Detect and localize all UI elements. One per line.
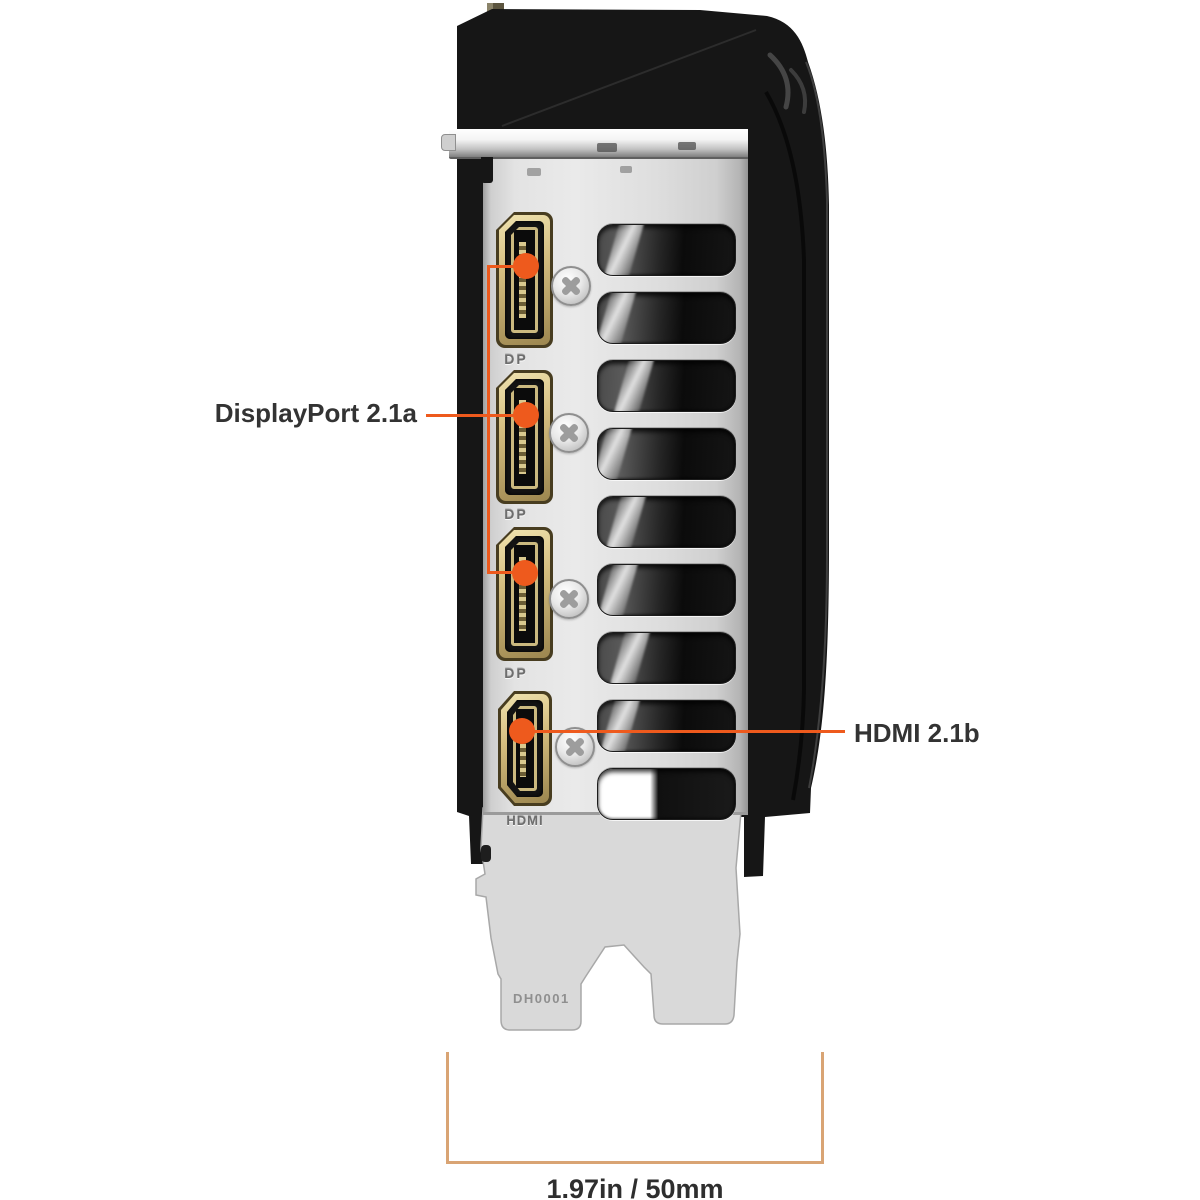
vent-slot [597,292,736,344]
shroud-vent-slit [767,52,791,110]
displayport-port-2 [496,370,553,504]
dimension-line-left [446,1052,449,1164]
displayport-leader-stub [487,571,527,574]
displayport-port-1 [496,212,553,348]
phillips-screw-icon [551,266,591,306]
callout-dot-hdmi [509,718,535,744]
hdmi-label: HDMI 2.1b [854,718,980,748]
vent-slot-open [597,768,736,820]
bracket-tail [475,807,742,1031]
displayport-leader-branch [487,265,490,574]
dimension-line-right [821,1052,824,1164]
callout-dot-dp2 [513,402,539,428]
dimension-label: 1.97in / 50mm [546,1174,724,1200]
vent-slot [597,564,736,616]
bracket-rivet [481,845,491,862]
vent-slot [597,224,736,276]
hdmi-stamp: HDMI [506,813,544,828]
callout-dot-dp3 [512,560,538,586]
dimension-line-bottom [446,1161,824,1164]
displayport-port-3 [496,527,553,661]
serial-stamp: DH0001 [513,991,570,1006]
stamp-mark [597,143,617,152]
phillips-screw-icon [549,579,589,619]
vent-slot [597,360,736,412]
displayport-label: DisplayPort 2.1a [214,398,417,428]
vent-slot [597,632,736,684]
dp-stamp: DP [504,351,528,367]
callout-dot-dp1 [513,253,539,279]
shroud-vent-slit [789,68,808,114]
hdmi-port [498,691,552,806]
shroud-seam [764,90,806,801]
bracket-flange-tab [441,134,456,151]
displayport-leader-stub [487,265,527,268]
stamp-mark [620,166,632,173]
hdmi-leader-line [533,730,845,733]
phillips-screw-icon [549,413,589,453]
dp-stamp: DP [504,665,528,681]
stamp-mark [678,142,696,150]
phillips-screw-icon [555,727,595,767]
stamp-mark [527,168,541,176]
vent-slot [597,428,736,480]
vent-slot [597,496,736,548]
shroud-facet-line [501,29,757,127]
dp-stamp: DP [504,506,528,522]
displayport-leader-line [426,414,527,417]
bracket-fold-tab [481,157,493,183]
vent-slot [597,700,736,752]
